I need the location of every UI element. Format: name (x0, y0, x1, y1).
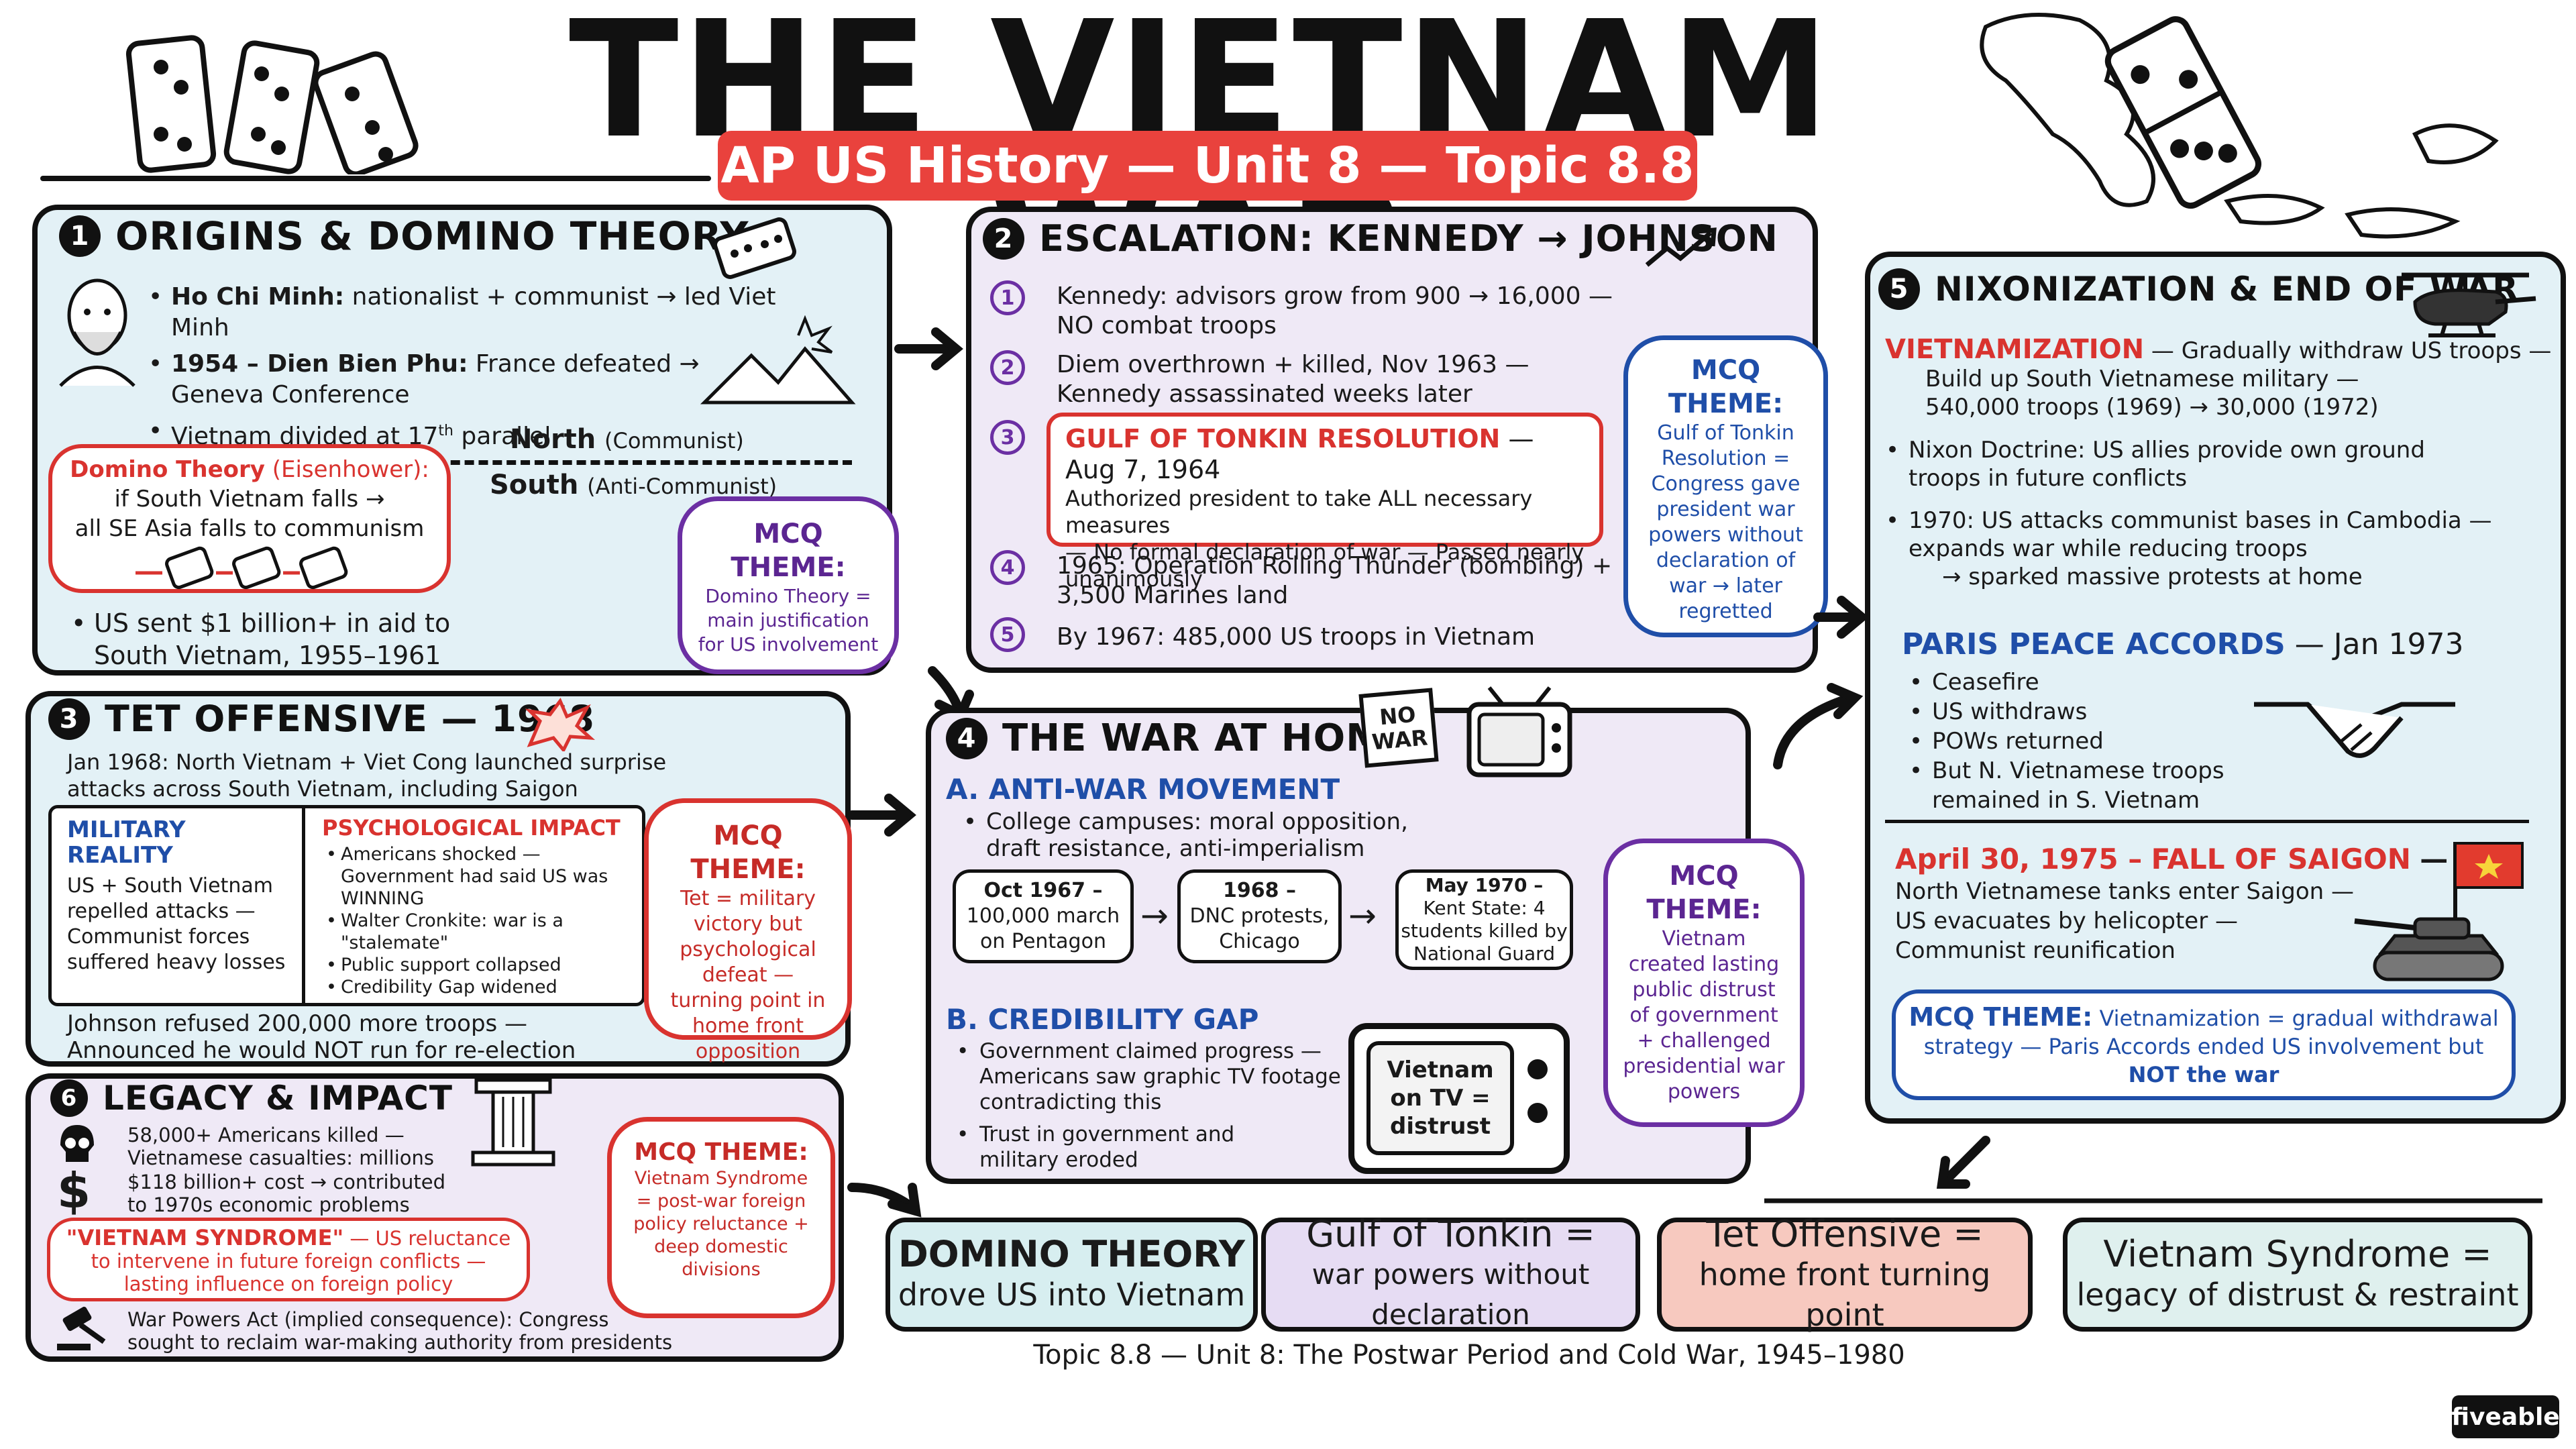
southeast-asia-map-icon (1980, 13, 2499, 239)
step-3: 3 (990, 420, 1025, 455)
origins-bullets: Ho Chi Minh: nationalist + communist → l… (144, 282, 815, 452)
mcq-theme-1: MCQ THEME: Domino Theory = main justific… (678, 496, 899, 674)
dollar-icon: $ (57, 1163, 91, 1219)
panel5-divider (1885, 820, 2529, 823)
summary-tet-offensive: Tet Offensive = home front turning point (1657, 1214, 2033, 1333)
vietnam-syndrome-box: "VIETNAM SYNDROME" — US reluctance to in… (47, 1218, 530, 1301)
tv-icon (1466, 686, 1572, 777)
north-label: North (Communist) (510, 424, 744, 455)
handshake-icon (2254, 702, 2455, 758)
parallel-line (423, 460, 852, 465)
panel-2-title: 2 ESCALATION: KENNEDY → JOHNSON (983, 217, 1778, 260)
timeline-arrow-1: → (1140, 896, 1169, 935)
panel-4-title: 4 THE WAR AT HOME (946, 716, 1410, 760)
mcq-theme-4: MCQ THEME: Vietnam created lasting publi… (1603, 839, 1805, 1127)
vietnamization: VIETNAMIZATION — Gradually withdraw US t… (1885, 334, 2552, 421)
escalation-step-1: Kennedy: advisors grow from 900 → 16,000… (1057, 282, 1613, 339)
psychological-impact: PSYCHOLOGICAL IMPACT Americans shocked —… (322, 817, 637, 999)
helicopter-icon (2402, 272, 2536, 337)
summary-gulf-of-tonkin: Gulf of Tonkin = war powers without decl… (1261, 1214, 1640, 1332)
timeline-arrow-2: → (1348, 896, 1377, 935)
panel-6-number: 6 (50, 1079, 88, 1117)
falling-dominoes-icon (136, 546, 348, 590)
explosion-mountain-icon (700, 315, 856, 405)
mcq-theme-2: MCQ THEME: Gulf of Tonkin Resolution = C… (1623, 335, 1828, 637)
mcq-theme-5: MCQ THEME: Vietnamization = gradual with… (1892, 989, 2516, 1100)
anti-war-bullet: College campuses: moral opposition, draf… (959, 808, 1408, 862)
explosion-icon (525, 698, 596, 751)
tonkin-box: GULF OF TONKIN RESOLUTION — Aug 7, 1964 … (1046, 413, 1603, 592)
summary-domino-theory: DOMINO THEORY drove US into Vietnam (885, 1218, 1258, 1332)
credibility-gap-title: B. CREDIBILITY GAP (946, 1003, 1259, 1036)
trend-up-icon (1645, 227, 1717, 267)
summary-vietnam-syndrome: Vietnam Syndrome = legacy of distrust & … (2063, 1218, 2532, 1332)
step-1: 1 (990, 280, 1025, 315)
b1-name: Ho Chi Minh: (171, 283, 345, 311)
column-ruins-icon (471, 1078, 555, 1167)
war-powers-act: War Powers Act (implied consequence): Co… (127, 1308, 673, 1354)
no-war-sign: NO WAR (1358, 688, 1439, 768)
aid-bullet: US sent $1 billion+ in aid to South Viet… (67, 607, 537, 672)
tet-conclusion: Johnson refused 200,000 more troops —Ann… (67, 1010, 576, 1064)
domino-theory-box: Domino Theory (Eisenhower): if South Vie… (48, 444, 451, 593)
legacy-casualties: 58,000+ Americans killed —Vietnamese cas… (127, 1124, 434, 1169)
panel-1-title: 1 ORIGINS & DOMINO THEORY (59, 213, 749, 259)
step-4: 4 (990, 550, 1025, 585)
footer-caption: Topic 8.8 — Unit 8: The Postwar Period a… (1033, 1340, 1905, 1371)
skull-icon (60, 1125, 94, 1162)
cambodia: 1970: US attacks communist bases in Camb… (1882, 506, 2492, 591)
panel-1-number: 1 (59, 215, 101, 257)
dominoes-icon (125, 35, 419, 174)
timeline-event-1: Oct 1967 –100,000 march on Pentagon (953, 869, 1134, 963)
mcq-theme-3: MCQ THEME: Tet = military victory but ps… (644, 798, 852, 1063)
military-reality: MILITARY REALITY US + South Vietnam repe… (67, 816, 286, 974)
panel-4-number: 4 (946, 717, 987, 759)
gavel-icon (57, 1306, 106, 1350)
escalation-step-2: Diem overthrown + killed, Nov 1963 —Kenn… (1057, 351, 1529, 408)
step-2: 2 (990, 350, 1025, 385)
nixon-doctrine: Nixon Doctrine: US allies provide own gr… (1882, 436, 2425, 492)
panel-3-number: 3 (48, 698, 90, 740)
panel-6-title: 6 LEGACY & IMPACT (50, 1079, 453, 1118)
panel-2-number: 2 (983, 217, 1024, 260)
header-rule-left (40, 176, 711, 181)
escalation-step-5: By 1967: 485,000 US troops in Vietnam (1057, 623, 1536, 651)
mcq-theme-6: MCQ THEME: Vietnam Syndrome = post-war f… (607, 1117, 835, 1318)
subtitle: AP US History — Unit 8 — Topic 8.8 (720, 137, 1695, 195)
domino-icon (713, 217, 796, 279)
distrust-tv: Vietnam on TV = distrust (1348, 1023, 1570, 1174)
subtitle-banner: AP US History — Unit 8 — Topic 8.8 (718, 131, 1697, 201)
fiveable-logo: fiveable (2451, 1395, 2560, 1438)
timeline-event-2: 1968 –DNC protests, Chicago (1177, 869, 1342, 963)
step-5: 5 (990, 617, 1025, 652)
panel-3-title: 3 TET OFFENSIVE — 1968 (48, 698, 595, 740)
paris-accords-title: PARIS PEACE ACCORDS — Jan 1973 (1902, 627, 2464, 661)
tet-divider (302, 808, 305, 1003)
escalation-step-4: 1965: Operation Rolling Thunder (bombing… (1057, 552, 1613, 609)
south-label: South (Anti-Communist) (490, 470, 777, 500)
ho-chi-minh-portrait (59, 278, 136, 387)
anti-war-title: A. ANTI-WAR MOVEMENT (946, 773, 1340, 806)
panel-5-number: 5 (1878, 268, 1920, 310)
tank-flag-icon (2354, 842, 2524, 981)
fall-of-saigon: April 30, 1975 – FALL OF SAIGON — North … (1895, 843, 2449, 964)
tet-intro: Jan 1968: North Vietnam + Viet Cong laun… (67, 749, 667, 802)
credibility-bullets: Government claimed progress — Americans … (953, 1038, 1341, 1173)
paris-accords-list: Ceasefire US withdraws POWs returned But… (1905, 667, 2241, 815)
timeline-event-3: May 1970 –Kent State: 4 students killed … (1395, 869, 1573, 970)
